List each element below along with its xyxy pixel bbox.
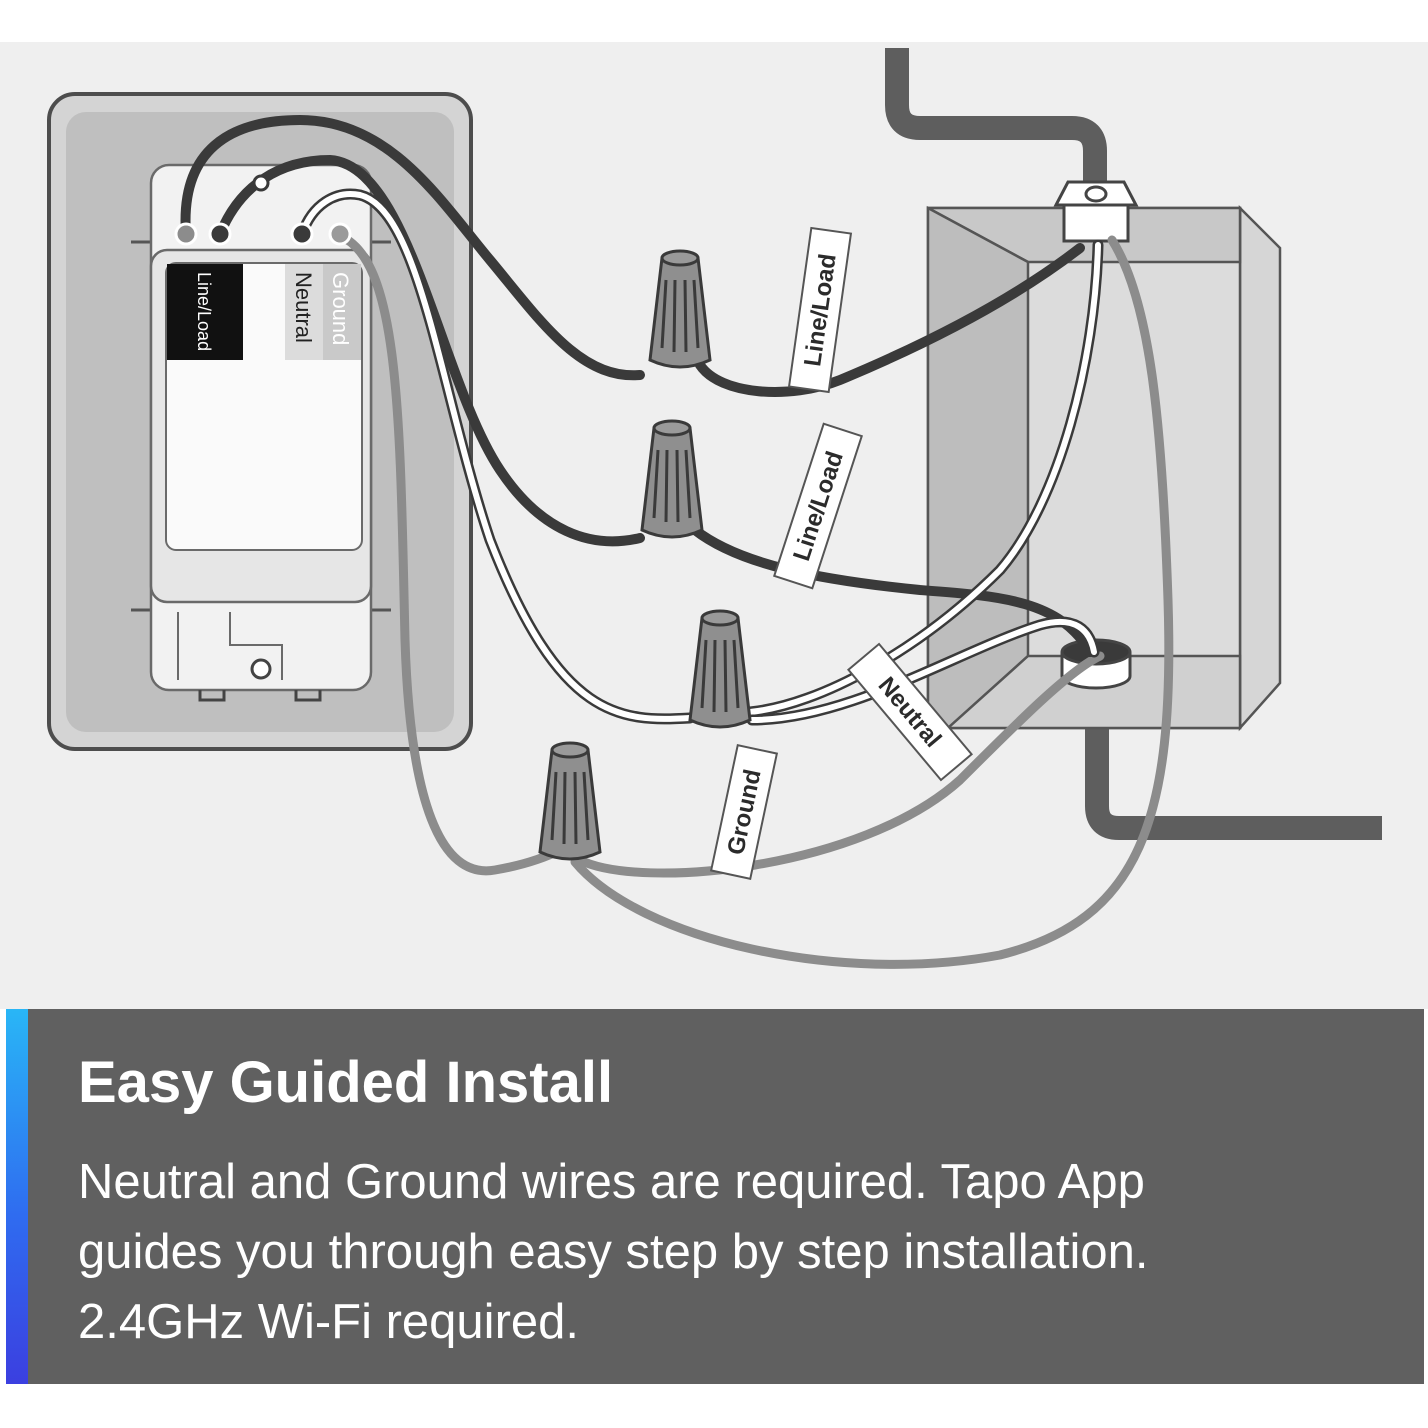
- wire-nut-1: [648, 249, 712, 369]
- junction-box: [926, 180, 1282, 732]
- smart-switch: [131, 163, 391, 702]
- switch-terminals: [174, 222, 352, 246]
- wire-nut-4: [538, 741, 602, 861]
- switch-label-line-load: Line/Load: [194, 272, 214, 351]
- banner-title: Easy Guided Install: [78, 1050, 614, 1115]
- wire-nut-2: [640, 419, 704, 539]
- wire-tag-line-load-1: Line/Load: [787, 226, 853, 394]
- wire-tag-line-load-2: Line/Load: [772, 422, 864, 590]
- wire-nut-3: [688, 609, 752, 729]
- info-banner: Easy Guided Install Neutral and Ground w…: [6, 1009, 1424, 1384]
- banner-description-line: Neutral and Ground wires are required. T…: [78, 1155, 1145, 1209]
- banner-description-line: guides you through easy step by step ins…: [78, 1225, 1149, 1279]
- banner-description: Neutral and Ground wires are required. T…: [78, 1147, 1378, 1357]
- conduit-pipe: [885, 48, 1382, 840]
- neutral-wires: [296, 188, 1104, 726]
- switch-label-ground: Ground: [328, 272, 353, 345]
- banner-description-line: 2.4GHz Wi-Fi required.: [78, 1295, 580, 1349]
- switch-label-neutral: Neutral: [291, 272, 316, 343]
- ground-wires: [335, 231, 1174, 969]
- accent-bar: [6, 1009, 28, 1384]
